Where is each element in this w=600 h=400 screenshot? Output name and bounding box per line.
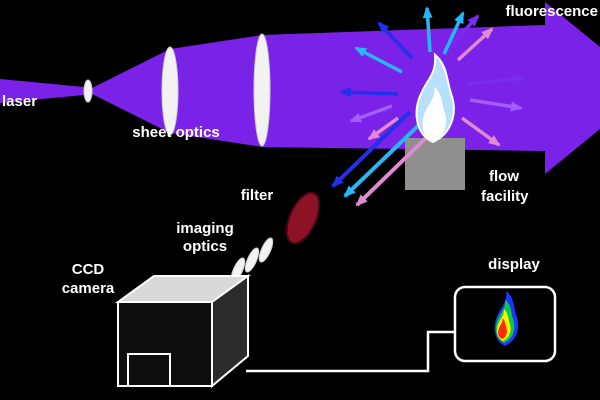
filter-element xyxy=(285,191,321,245)
label-flow: flow xyxy=(489,168,519,185)
fluorescence-arrow xyxy=(367,116,400,141)
fluorescence-arrow xyxy=(422,6,433,53)
camera-front-face xyxy=(117,301,213,387)
labels: laser sheet optics fluorescence flow fac… xyxy=(2,3,598,297)
signal-arrow-to-filter xyxy=(355,134,430,207)
flow-facility-box xyxy=(405,138,465,190)
label-optics: optics xyxy=(183,238,227,255)
fluorescence-arrow xyxy=(442,11,465,55)
imaging-lens-1 xyxy=(258,237,274,263)
signal-cable xyxy=(246,330,455,373)
label-display: display xyxy=(488,256,540,273)
laser-beam-cone-1 xyxy=(90,49,170,133)
laser-beam-input xyxy=(0,79,84,103)
label-laser: laser xyxy=(2,93,37,110)
imaging-lens-2 xyxy=(244,247,260,273)
label-sheet-optics: sheet optics xyxy=(132,124,220,141)
label-ccd: CCD xyxy=(72,261,105,278)
signal-arrow-to-filter xyxy=(331,110,412,188)
label-camera: camera xyxy=(62,280,115,297)
fluorescence-arrow xyxy=(349,104,393,123)
fluorescence-arrow xyxy=(469,98,523,112)
fluorescence-arrows xyxy=(331,6,525,207)
fluorescence-arrow xyxy=(339,87,399,98)
fluorescence-arrow xyxy=(354,46,403,74)
label-fluorescence: fluorescence xyxy=(505,3,598,20)
fluorescence-arrow xyxy=(467,74,525,86)
label-filter: filter xyxy=(241,187,274,204)
sheet-optics-lens-2 xyxy=(253,33,271,147)
display-monitor xyxy=(453,285,557,363)
fluorescence-arrow xyxy=(456,27,494,62)
fluorescence-arrow xyxy=(460,116,501,147)
label-facility: facility xyxy=(481,188,529,205)
signal-arrow-to-filter xyxy=(343,122,422,198)
imaging-optics xyxy=(230,237,274,283)
label-imaging: imaging xyxy=(176,220,234,237)
ccd-camera xyxy=(114,274,252,389)
sheet-optics-lens-1 xyxy=(161,46,179,136)
fluorescence-arrow xyxy=(377,21,414,60)
laser-beam-cone-2 xyxy=(170,35,262,147)
focus-lens xyxy=(83,79,93,103)
display-frame xyxy=(453,285,557,363)
camera-front-detail xyxy=(127,353,171,386)
fluorescence-arrow xyxy=(450,14,480,46)
